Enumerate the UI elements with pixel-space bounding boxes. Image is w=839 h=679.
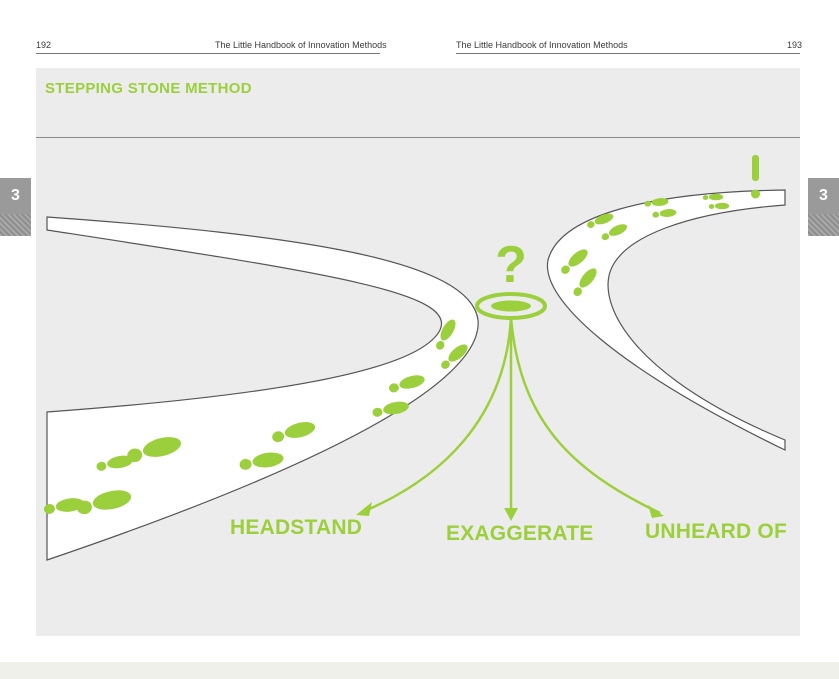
arrowhead-center — [504, 508, 518, 521]
exclamation-icon — [751, 155, 760, 199]
right-running-title: The Little Handbook of Innovation Method… — [456, 40, 628, 50]
right-header-rule — [456, 53, 800, 54]
panel-title-rule — [36, 137, 800, 138]
stepping-stone-icon — [475, 292, 547, 320]
chapter-tab-left: 3 — [0, 178, 31, 236]
left-running-title: The Little Handbook of Innovation Method… — [215, 40, 387, 50]
arrowhead-right — [648, 505, 664, 518]
label-exaggerate: EXAGGERATE — [446, 522, 594, 545]
svg-text:?: ? — [495, 236, 527, 294]
arrow-to-unheard-of — [509, 317, 661, 515]
chapter-tab-right: 3 — [808, 178, 839, 236]
label-unheard-of: UNHEARD OF — [645, 520, 787, 543]
left-header-rule — [36, 53, 380, 54]
question-mark-icon: ? — [495, 236, 527, 294]
right-path — [546, 189, 786, 451]
left-page-number: 192 — [36, 40, 52, 50]
bottom-band — [0, 662, 839, 679]
branch-arrows — [359, 317, 661, 515]
arrowhead-left — [356, 502, 372, 516]
right-page-number: 193 — [787, 40, 803, 50]
left-path — [46, 216, 479, 561]
panel-title: STEPPING STONE METHOD — [45, 80, 252, 97]
label-headstand: HEADSTAND — [230, 516, 363, 539]
arrow-to-headstand — [359, 317, 513, 515]
